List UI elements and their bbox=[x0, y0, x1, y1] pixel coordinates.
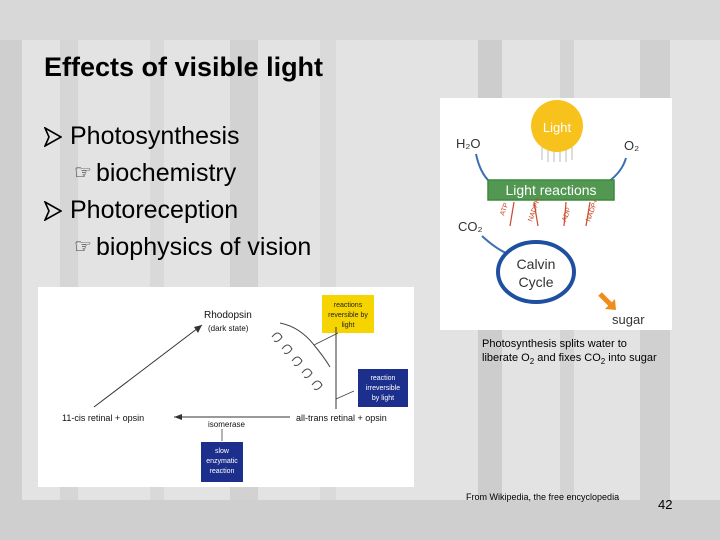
arrow-label-adp: ADP bbox=[561, 206, 573, 222]
caption-sub-2: 2 bbox=[600, 357, 606, 367]
caption-sub-1: 2 bbox=[529, 357, 535, 367]
light-reactions-label: Light reactions bbox=[505, 182, 596, 198]
h2o-label: H₂O bbox=[456, 136, 481, 151]
caption-text-3: into sugar bbox=[605, 352, 657, 364]
sugar-label: sugar bbox=[612, 312, 645, 327]
source-credit: From Wikipedia, the free encyclopedia bbox=[466, 492, 620, 502]
pointing-hand-icon: ☞ bbox=[74, 162, 92, 184]
bullet-label: Photoreception bbox=[70, 196, 239, 224]
sub-bullet-item: ☞ biophysics of vision bbox=[44, 229, 311, 266]
bullet-label: Photosynthesis bbox=[70, 122, 240, 150]
slow-line-1: slow bbox=[215, 448, 230, 455]
reversible-line-1: reactions bbox=[334, 302, 363, 309]
calvin-label-line1: Calvin bbox=[517, 256, 556, 272]
cis-retinal-label: 11-cis retinal + opsin bbox=[62, 413, 144, 423]
slow-line-3: reaction bbox=[210, 468, 235, 475]
irreversible-line-1: reaction bbox=[371, 375, 396, 382]
arrow-bullet-icon bbox=[44, 200, 62, 221]
pointing-hand-icon: ☞ bbox=[74, 236, 92, 258]
isomerase-label: isomerase bbox=[208, 420, 245, 429]
reversible-line-3: light bbox=[342, 322, 355, 329]
arrow-label-nadph: NADPH bbox=[527, 197, 542, 222]
arrow-label-nadp: NADP+ bbox=[585, 198, 600, 223]
sub-bullet-label: biophysics of vision bbox=[95, 233, 312, 261]
sun-icon bbox=[531, 100, 583, 162]
light-label: Light bbox=[543, 120, 572, 135]
irreversible-box bbox=[358, 369, 408, 407]
dark-state-label: (dark state) bbox=[208, 324, 249, 333]
bullet-item: Photosynthesis bbox=[44, 118, 311, 155]
trans-retinal-label: all-trans retinal + opsin bbox=[296, 413, 387, 423]
rhodopsin-cycle-diagram: Rhodopsin (dark state) reactions reversi… bbox=[38, 287, 414, 487]
arrow-bullet-icon bbox=[44, 126, 62, 147]
slide-title: Effects of visible light bbox=[44, 52, 324, 82]
co2-label: CO₂ bbox=[458, 219, 483, 234]
page-number: 42 bbox=[658, 497, 673, 512]
irreversible-line-3: by light bbox=[372, 395, 394, 402]
rhodopsin-label: Rhodopsin bbox=[204, 310, 252, 321]
photosynthesis-caption: Photosynthesis splits water to liberate … bbox=[482, 337, 662, 369]
reversible-box bbox=[322, 295, 374, 333]
photosynthesis-diagram: Light H₂O O₂ Light reactions CO₂ ATP NAD… bbox=[440, 98, 672, 330]
slow-reaction-box bbox=[201, 442, 243, 482]
arrow-label-atp: ATP bbox=[499, 202, 510, 217]
bullet-list: Photosynthesis ☞ biochemistry Photorecep… bbox=[44, 118, 311, 266]
calvin-label-line2: Cycle bbox=[518, 274, 553, 290]
sub-bullet-item: ☞ biochemistry bbox=[44, 155, 311, 192]
caption-text-2: and fixes CO bbox=[534, 352, 601, 364]
irreversible-line-2: irreversible bbox=[366, 385, 400, 392]
bullet-item: Photoreception bbox=[44, 192, 311, 229]
calvin-cycle-icon bbox=[496, 240, 576, 304]
slow-line-2: enzymatic bbox=[206, 458, 238, 465]
caption-text-1: Photosynthesis splits water to liberate … bbox=[482, 338, 627, 364]
o2-label: O₂ bbox=[624, 138, 639, 153]
sub-bullet-label: biochemistry bbox=[95, 159, 237, 187]
reversible-line-2: reversible by bbox=[328, 312, 368, 319]
